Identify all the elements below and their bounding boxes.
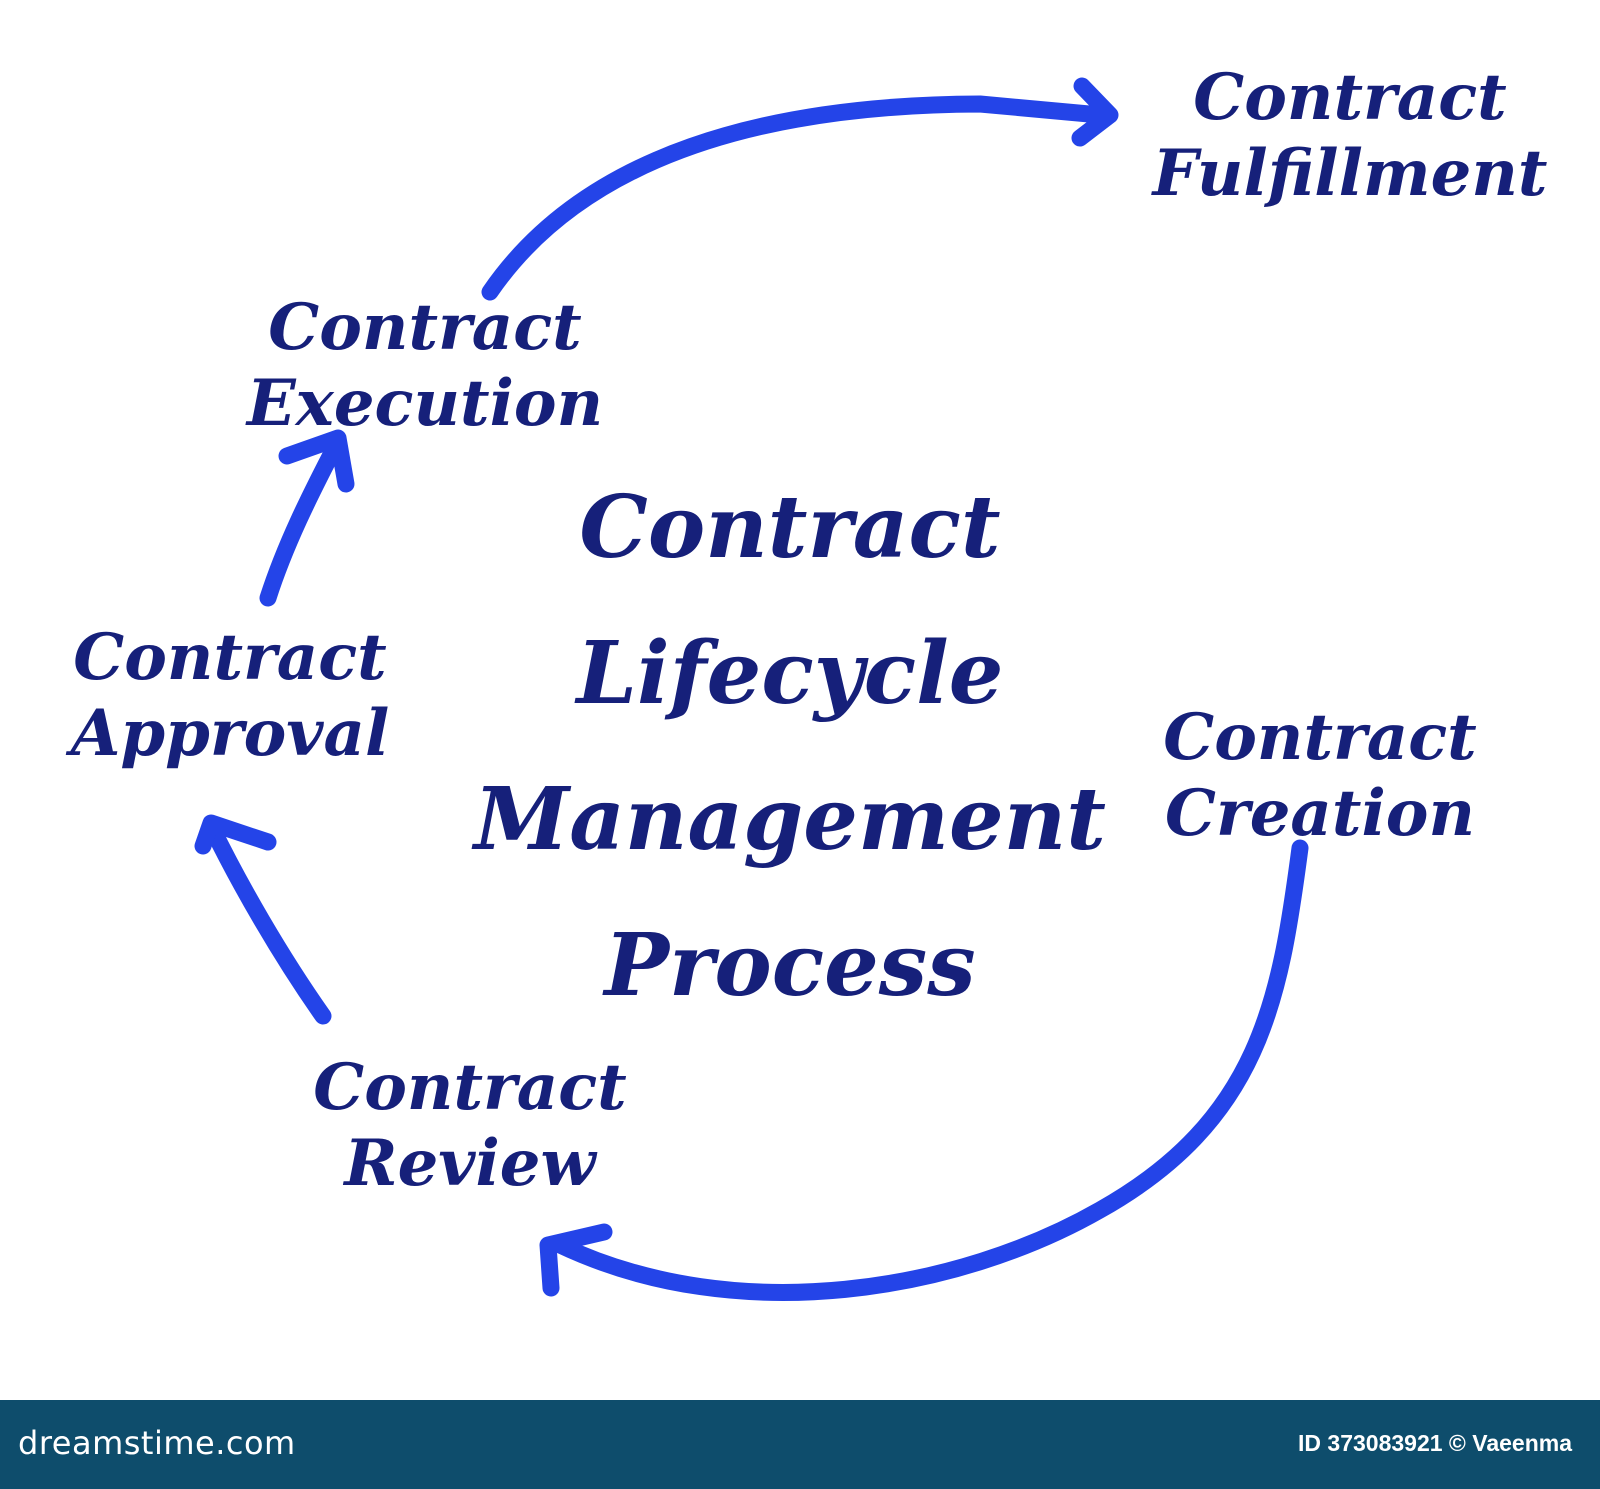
arrowhead-execution [278,429,355,493]
image-credit: ID 373083921 © Vaeenma [1298,1430,1572,1456]
node-approval-line-2: Approval [70,696,390,771]
title-line-1: Contract [579,477,1001,578]
node-contract-fulfillment: Contract Fulfillment [1120,60,1580,212]
node-creation-line-1: Contract [1163,700,1477,775]
arrow-approval-to-execution [259,436,345,607]
diagram-canvas: Contract Fulfillment Contract Execution … [30,60,1580,1301]
node-contract-approval: Contract Approval [30,620,430,772]
arrowhead-fulfillment [1071,77,1119,147]
brand-link[interactable]: dreamstime.com [18,1424,296,1462]
title-line-3: Management [474,769,1106,870]
arrow-execution-to-fulfillment [481,95,1109,301]
node-fulfillment-line-2: Fulfillment [1152,136,1548,211]
node-execution-line-1: Contract [268,290,582,365]
arrowhead-review [539,1223,613,1297]
node-contract-creation: Contract Creation [1120,700,1520,852]
node-review-line-1: Contract [313,1050,627,1125]
node-contract-execution: Contract Execution [225,290,625,442]
node-execution-line-2: Execution [246,366,604,441]
cycle-arrows [194,77,1309,1301]
arrowhead-approval [194,814,277,855]
arrow-creation-to-review [551,839,1309,1301]
node-review-line-2: Review [344,1126,596,1201]
node-fulfillment-line-1: Contract [1193,60,1507,135]
arrow-review-to-approval [203,819,332,1025]
node-contract-review: Contract Review [270,1050,670,1202]
watermark-footer: dreamstime.com ID 373083921 © Vaeenma [0,1400,1600,1489]
diagram-title: Contract Lifecycle Management Process [420,455,1160,1039]
title-line-4: Process [604,915,976,1016]
node-approval-line-1: Contract [73,620,387,695]
title-line-2: Lifecycle [576,623,1004,724]
node-creation-line-2: Creation [1165,776,1475,851]
